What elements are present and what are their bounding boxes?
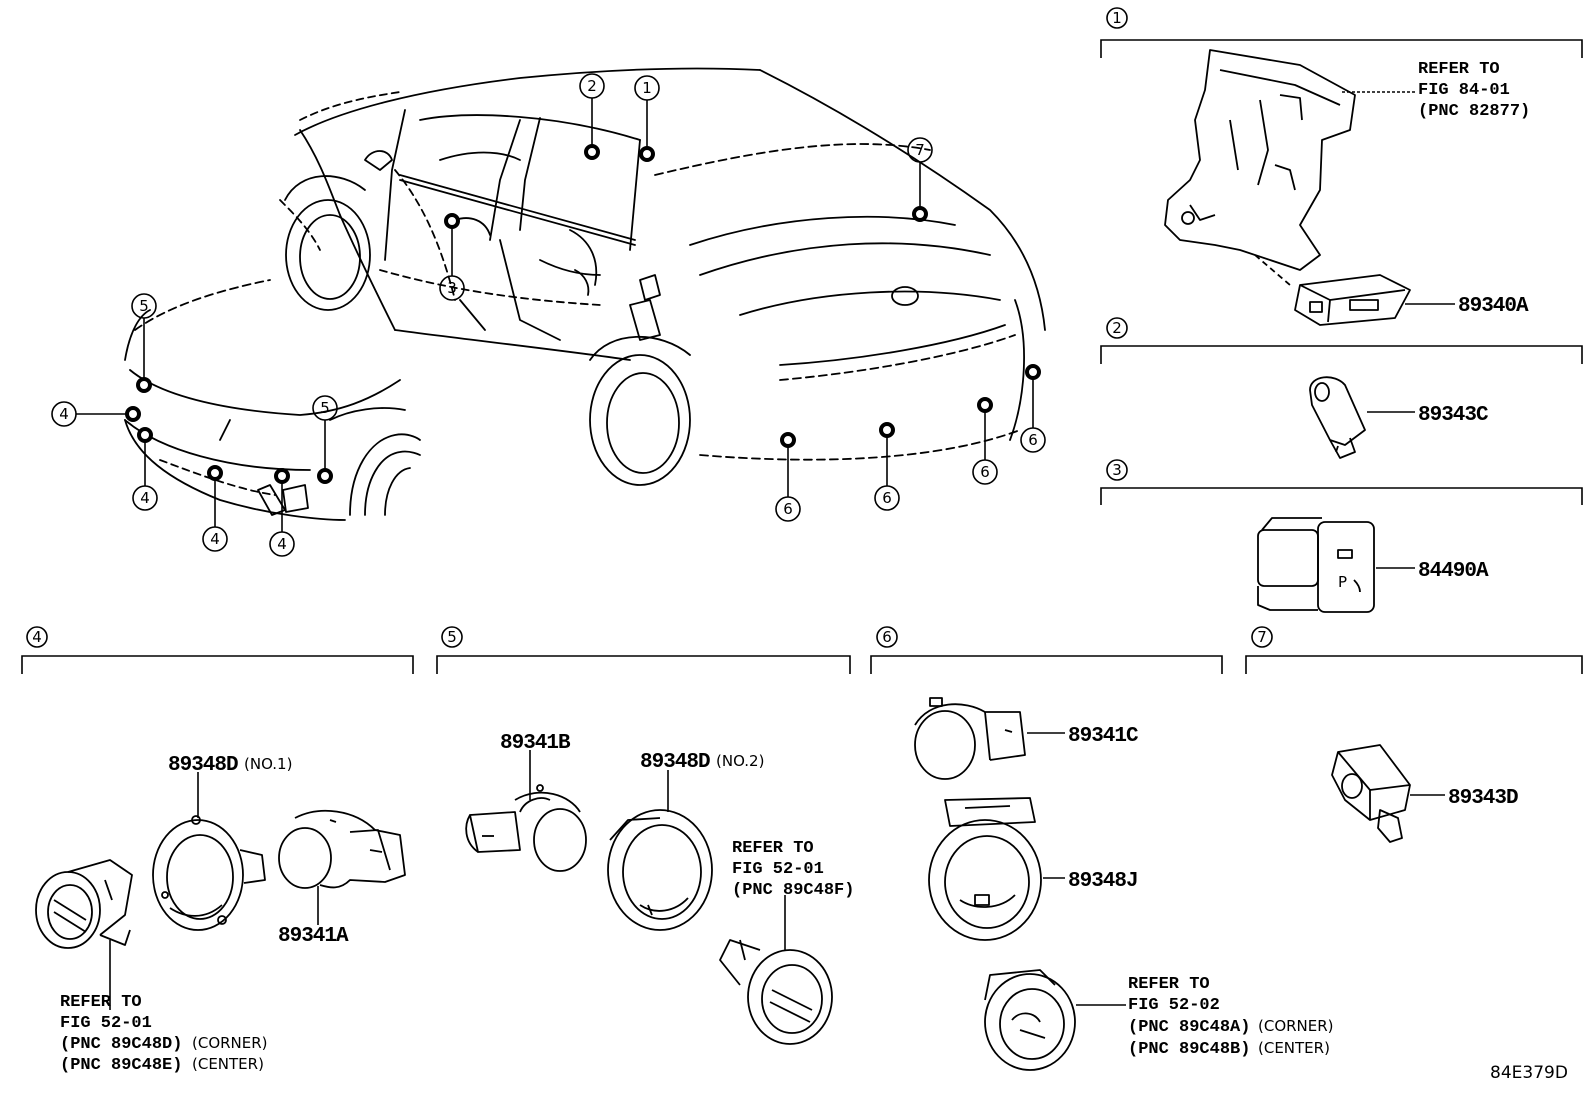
section1-leaders: [1342, 91, 1455, 305]
section-numbers: 1 2 3 4 5 6 7: [32, 9, 1267, 646]
ref-s4-line1: REFER TO: [60, 993, 142, 1012]
callout-7: 7: [915, 141, 925, 159]
callout-6-a: 6: [783, 500, 793, 518]
part-89348D-no1: 89348D: [168, 754, 238, 777]
callout-5-right: 5: [320, 399, 330, 417]
part-89348D-no2: 89348D: [640, 751, 710, 774]
ref-s4-line2: FIG 52-01: [60, 1014, 152, 1033]
part-89341A: 89341A: [278, 925, 349, 948]
diagram-code: 84E379D: [1490, 1063, 1568, 1083]
ref-s6-pnc2-note: (CENTER): [1258, 1039, 1330, 1057]
ref-s1-line3: (PNC 82877): [1418, 102, 1530, 121]
callout-4-center-b: 4: [277, 535, 287, 553]
callout-6-d: 6: [1028, 431, 1038, 449]
ref-s4-pnc1: (PNC 89C48D): [60, 1035, 182, 1054]
ref-s5-line1: REFER TO: [732, 839, 814, 858]
ref-s1-line1: REFER TO: [1418, 60, 1500, 79]
section-5-number: 5: [447, 628, 457, 646]
part-89343D: 89343D: [1448, 787, 1518, 810]
sensor-89341b-drawing: [465, 784, 587, 872]
ref-s6-pnc1: (PNC 89C48A): [1128, 1018, 1250, 1037]
ref-fig-52-01-b: REFER TO FIG 52-01 (PNC 89C48F): [732, 839, 854, 900]
ref-fig-52-01-a: REFER TO FIG 52-01: [60, 993, 152, 1033]
section-2-number: 2: [1112, 319, 1122, 337]
part-89348D-no2-note: (NO.2): [716, 752, 764, 770]
ref-s6-line1: REFER TO: [1128, 975, 1210, 994]
callout-3: 3: [447, 279, 457, 297]
callout-4-corner: 4: [140, 489, 150, 507]
ref-s5-line2: FIG 52-01: [732, 860, 824, 879]
ref-s6-pnc2: (PNC 89C48B): [1128, 1040, 1250, 1059]
part-89348J: 89348J: [1068, 870, 1138, 893]
part-84490A: 84490A: [1418, 560, 1489, 583]
section-6-number: 6: [882, 628, 892, 646]
front-car-illustration: [124, 279, 421, 521]
section-4-number: 4: [32, 628, 42, 646]
retainer-89348d-no2-drawing: [607, 809, 713, 931]
callout-4-center-a: 4: [210, 530, 220, 548]
callout-5-left: 5: [139, 297, 149, 315]
callout-1: 1: [642, 79, 652, 97]
section-headers: [21, 7, 1583, 674]
car-callout-leaders: [51, 73, 1046, 557]
callout-2: 2: [587, 77, 597, 95]
car-callout-numbers: 2 1 3 7 5 4 4 4 4 5 6 6 6 6: [59, 77, 1038, 553]
part-89341C: 89341C: [1068, 725, 1139, 748]
sensor-89341c-drawing: [914, 697, 1026, 780]
ref-s4-pnc2-note: (CENTER): [192, 1055, 264, 1073]
callout-6-b: 6: [882, 489, 892, 507]
callout-4-side: 4: [59, 405, 69, 423]
bezel-89c48f-drawing: [719, 939, 833, 1045]
ref-fig-84-01: REFER TO FIG 84-01 (PNC 82877): [1418, 60, 1530, 121]
ref-s4-pnc1-note: (CORNER): [192, 1034, 268, 1052]
ref-fig-52-02: REFER TO FIG 52-02: [1128, 975, 1220, 1015]
ref-s5-line3: (PNC 89C48F): [732, 881, 854, 900]
callout-6-c: 6: [980, 463, 990, 481]
ref-s6-pnc1-note: (CORNER): [1258, 1017, 1334, 1035]
switch-84490a-drawing: P: [1257, 517, 1375, 613]
ecu-module-drawing: [1294, 274, 1411, 326]
bezel-89c48d-drawing: [35, 859, 133, 949]
bezel-89c48a-drawing: [984, 969, 1076, 1071]
car-illustration: [279, 67, 1046, 486]
retainer-89348j-drawing: [928, 797, 1042, 941]
sensor-89343d-drawing: [1331, 744, 1411, 843]
part-89340A: 89340A: [1458, 295, 1529, 318]
ref-s1-line2: FIG 84-01: [1418, 81, 1510, 100]
svg-text:P: P: [1338, 573, 1347, 591]
bracket-drawing: [1164, 49, 1356, 286]
part-89343C: 89343C: [1418, 404, 1489, 427]
part-89348D-no1-note: (NO.1): [244, 755, 292, 773]
section-7-number: 7: [1257, 628, 1267, 646]
sensor-locations: [125, 144, 1041, 484]
section-3-number: 3: [1112, 461, 1122, 479]
retainer-89348d-no1-drawing: [152, 815, 266, 931]
ref-s6-line2: FIG 52-02: [1128, 996, 1220, 1015]
ref-s4-pnc2: (PNC 89C48E): [60, 1056, 182, 1075]
part-89341B: 89341B: [500, 732, 571, 755]
sensor-89341a-drawing: [278, 809, 406, 889]
section-1-number: 1: [1112, 9, 1122, 27]
sensor-89343c-drawing: [1309, 376, 1366, 459]
